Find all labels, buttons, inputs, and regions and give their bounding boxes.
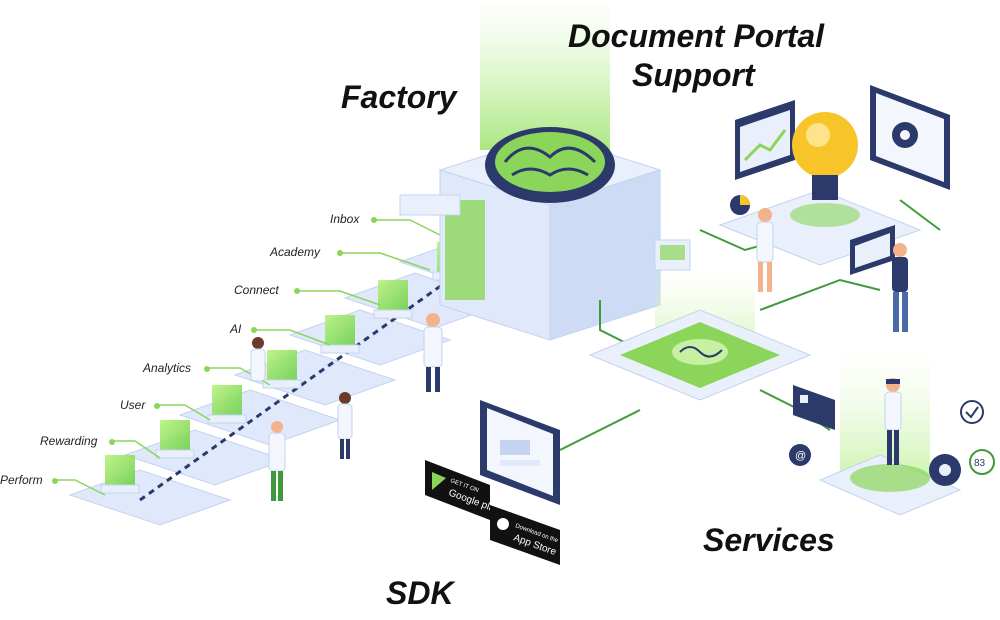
module-label-rewarding: Rewarding (40, 434, 98, 448)
label-leaders (55, 219, 461, 496)
module-label-analytics: Analytics (143, 361, 192, 375)
factory-machine (399, 0, 691, 341)
score-badge (969, 449, 995, 475)
module-dot (371, 217, 377, 223)
people (250, 208, 908, 501)
document-portal-label-line1: Document Portal (568, 18, 825, 54)
services-scene: @ 83 (789, 350, 995, 516)
module-dot (109, 439, 115, 445)
sdk-label: SDK (386, 575, 454, 611)
services-label: Services (703, 522, 835, 558)
module-dot (294, 288, 300, 294)
lightbulb-icon (792, 112, 858, 178)
app-store-badge[interactable]: Download on the App Store (490, 505, 560, 565)
module-dot (204, 366, 210, 372)
module-dot (154, 403, 160, 409)
document-portal-label-line2: Support (632, 57, 755, 93)
module-label-user: User (120, 398, 146, 412)
module-label-inbox: Inbox (330, 212, 360, 226)
module-label-academy: Academy (270, 245, 321, 259)
module-dot (251, 327, 257, 333)
factory-label: Factory (341, 79, 457, 115)
module-label-perform: Perform (0, 473, 43, 487)
check-icon (960, 400, 984, 424)
module-label-ai: AI (230, 322, 242, 336)
module-label-connect: Connect (234, 283, 279, 297)
module-dot (52, 478, 58, 484)
sdk-device (480, 400, 560, 505)
score-badge-number: 83 (974, 458, 986, 469)
support-scene (718, 85, 950, 275)
module-dot (337, 250, 343, 256)
central-platform (588, 270, 812, 401)
email-icon: @ (795, 450, 806, 462)
